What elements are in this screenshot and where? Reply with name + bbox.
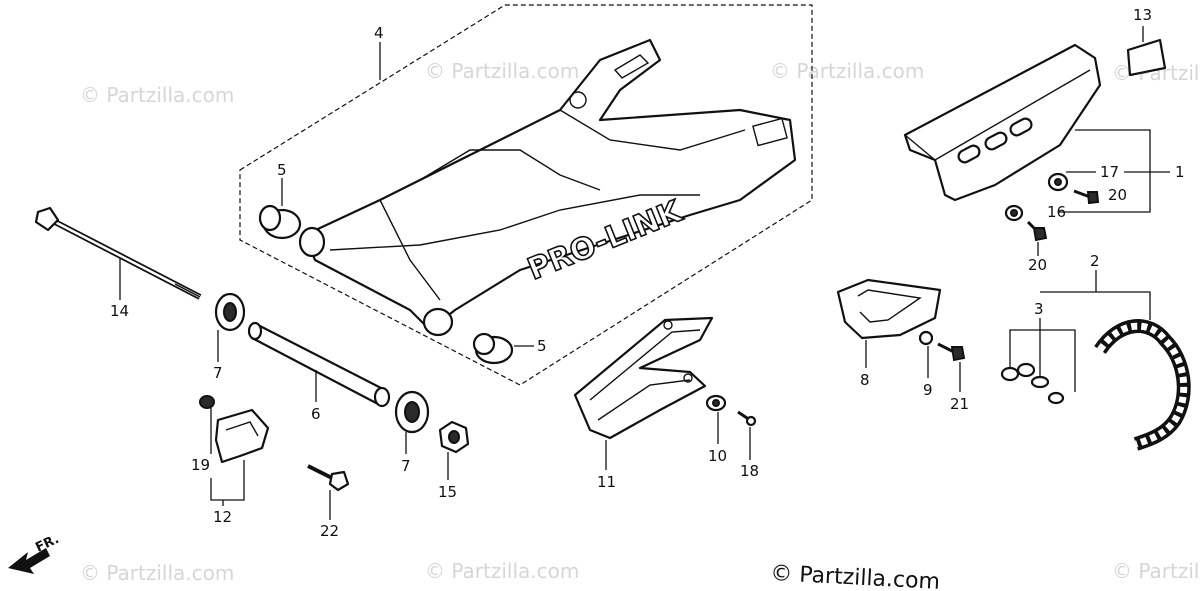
washer-part-9[interactable] bbox=[918, 330, 934, 346]
watermark: © Partzilla.com bbox=[425, 559, 579, 583]
grommet-part-17[interactable] bbox=[1047, 172, 1069, 192]
callout-7-right: 7 bbox=[401, 457, 411, 475]
bracket-part-12[interactable] bbox=[214, 408, 270, 464]
leader-lines bbox=[119, 26, 1170, 520]
callout-3: 3 bbox=[1034, 300, 1044, 318]
callout-7-left: 7 bbox=[213, 364, 223, 382]
copyright-text: © Partzilla.com bbox=[770, 561, 941, 591]
label-plate-part-13[interactable] bbox=[1126, 38, 1167, 77]
watermark: © Partzilla.com bbox=[425, 59, 579, 83]
bolt-part-20-lower[interactable] bbox=[1026, 220, 1048, 242]
chain-guide-part-8[interactable] bbox=[836, 278, 942, 340]
watermark: © Partzilla.com bbox=[80, 561, 234, 585]
callout-5-lower: 5 bbox=[537, 337, 547, 355]
callout-16: 16 bbox=[1047, 203, 1066, 221]
dust-seal-upper[interactable] bbox=[214, 292, 246, 332]
swingarm-enclosure bbox=[239, 4, 813, 386]
callout-19: 19 bbox=[191, 456, 210, 474]
chain-case-part-1[interactable] bbox=[903, 43, 1102, 202]
watermark: © Partzilla.com bbox=[770, 59, 924, 83]
callout-2: 2 bbox=[1090, 252, 1100, 270]
nut-part-19[interactable] bbox=[199, 395, 215, 409]
callout-13: 13 bbox=[1133, 6, 1152, 24]
callout-8: 8 bbox=[860, 371, 870, 389]
callout-10: 10 bbox=[708, 447, 727, 465]
drive-chain-part-2[interactable] bbox=[1094, 319, 1191, 451]
washer-part-10[interactable] bbox=[705, 394, 727, 412]
pivot-nut-part-15[interactable] bbox=[438, 420, 470, 454]
callout-labels: 4 5 5 14 7 6 7 15 19 12 22 11 10 18 8 9 … bbox=[110, 6, 1185, 540]
pivot-bolt-part-14[interactable] bbox=[34, 206, 202, 300]
screw-part-18[interactable] bbox=[737, 410, 757, 427]
bolt-part-21[interactable] bbox=[937, 342, 966, 362]
bolt-part-20-upper[interactable] bbox=[1073, 189, 1100, 205]
callout-22: 22 bbox=[320, 522, 339, 540]
front-direction-arrow: FR. bbox=[8, 532, 62, 574]
callout-6: 6 bbox=[311, 405, 321, 423]
callout-20-lower: 20 bbox=[1028, 256, 1047, 274]
master-link-part-3[interactable] bbox=[1000, 362, 1065, 405]
dust-seal-lower[interactable] bbox=[394, 390, 430, 434]
callout-18: 18 bbox=[740, 462, 759, 480]
callout-11: 11 bbox=[597, 473, 616, 491]
callout-21: 21 bbox=[950, 395, 969, 413]
callout-15: 15 bbox=[438, 483, 457, 501]
pivot-collar-part-6[interactable] bbox=[247, 321, 391, 408]
callout-14: 14 bbox=[110, 302, 129, 320]
bushing-upper[interactable] bbox=[258, 204, 302, 240]
callout-17: 17 bbox=[1100, 163, 1119, 181]
swingarm-part-4[interactable]: PRO-LINK bbox=[298, 38, 797, 337]
callout-20-upper: 20 bbox=[1108, 186, 1127, 204]
callout-12: 12 bbox=[213, 508, 232, 526]
bolt-part-22[interactable] bbox=[307, 464, 350, 492]
grommet-part-16[interactable] bbox=[1004, 204, 1024, 222]
bushing-lower[interactable] bbox=[472, 332, 514, 365]
callout-9: 9 bbox=[923, 381, 933, 399]
watermark: © Partzilla.com bbox=[80, 83, 234, 107]
chain-slider-part-11[interactable] bbox=[573, 316, 714, 440]
callout-4: 4 bbox=[374, 24, 384, 42]
callout-5-upper: 5 bbox=[277, 161, 287, 179]
watermark: © Partzilla.com bbox=[1112, 559, 1200, 583]
callout-1: 1 bbox=[1175, 163, 1185, 181]
